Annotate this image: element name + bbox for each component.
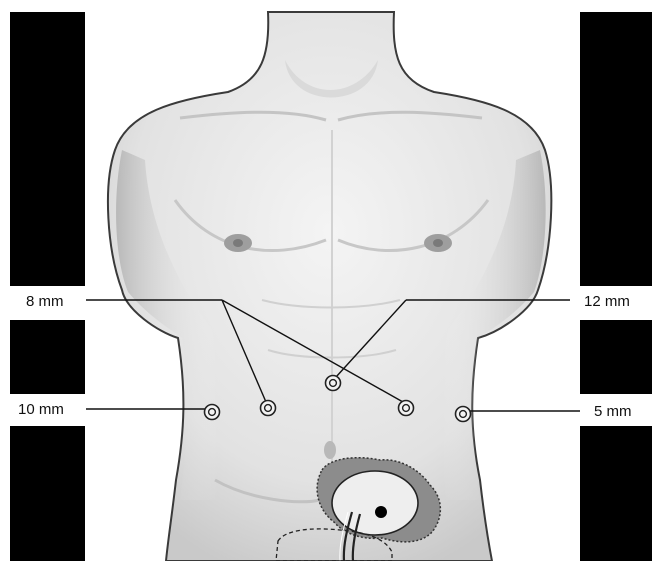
port-5mm-marker bbox=[456, 407, 471, 422]
label-12mm: 12 mm bbox=[584, 293, 630, 310]
port-10mm-marker bbox=[205, 405, 220, 420]
label-5mm: 5 mm bbox=[594, 403, 632, 420]
label-8mm: 8 mm bbox=[26, 293, 64, 310]
port-12mm-marker bbox=[326, 376, 341, 391]
specimen-dot bbox=[375, 506, 387, 518]
port-8mm-left-marker bbox=[261, 401, 276, 416]
navel bbox=[324, 441, 336, 459]
port-8mm-right-marker bbox=[399, 401, 414, 416]
label-10mm: 10 mm bbox=[18, 401, 64, 418]
